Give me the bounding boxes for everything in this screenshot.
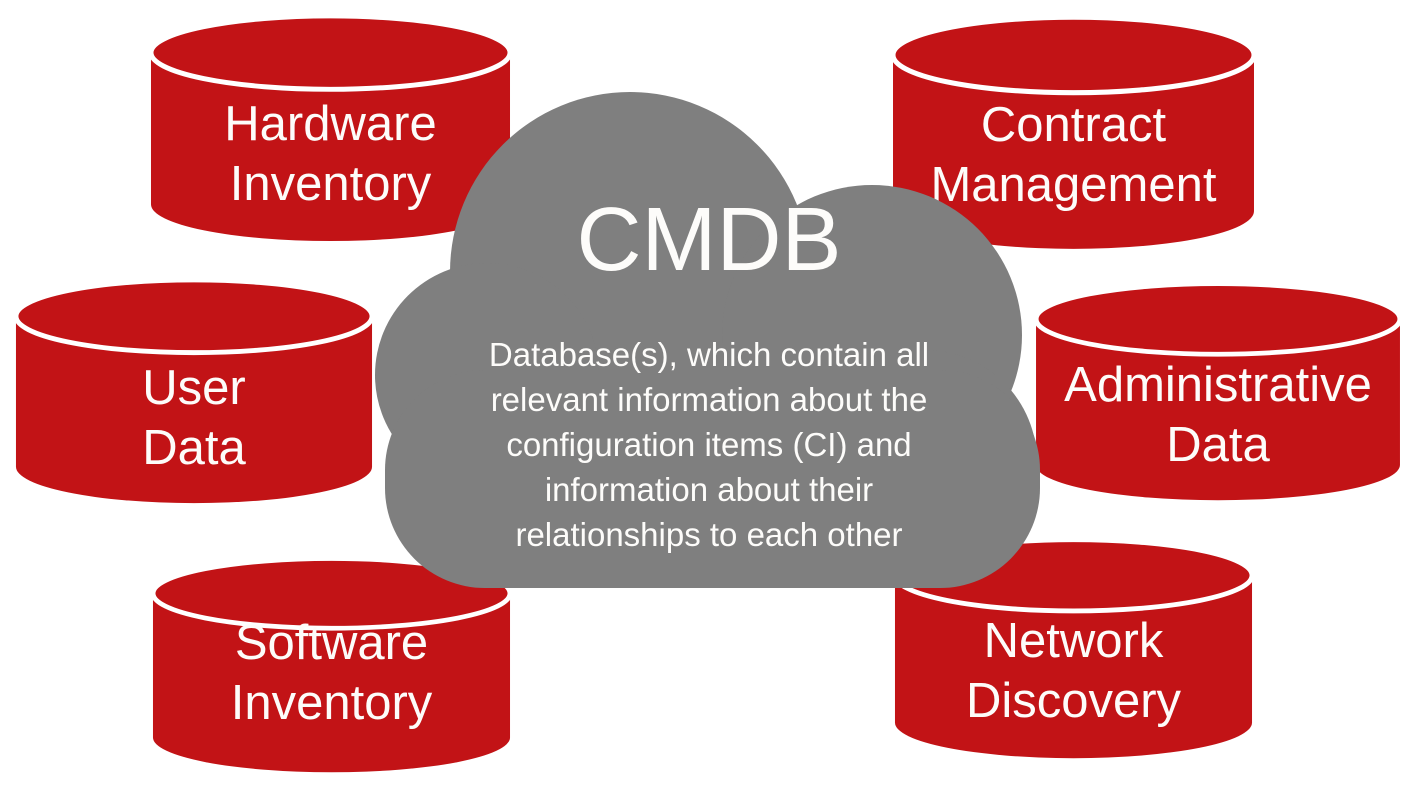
cloud-description-line: information about their <box>544 471 874 508</box>
database-label: Administrative Data <box>1033 355 1403 475</box>
database-label: Contract Management <box>890 95 1257 215</box>
database-cylinder-icon <box>148 13 513 242</box>
cmdb-cloud: CMDB Database(s), which contain all rele… <box>373 88 1045 590</box>
cloud-icon <box>375 92 1040 588</box>
cloud-description-line: configuration items (CI) and <box>506 426 912 463</box>
database-cylinder-hardware-inventory: Hardware Inventory <box>148 8 513 246</box>
database-label-line2: Data <box>1166 418 1270 472</box>
database-label-line1: User <box>142 361 246 415</box>
database-label-line2: Data <box>142 421 246 475</box>
database-label: Network Discovery <box>892 611 1255 731</box>
database-label-line1: Contract <box>980 98 1167 152</box>
database-label-line1: Hardware <box>224 97 437 151</box>
cloud-description-line: Database(s), which contain all <box>488 336 930 373</box>
database-label-line2: Management <box>930 158 1217 212</box>
database-label-line2: Inventory <box>230 676 433 730</box>
cloud-description: Database(s), which contain all relevant … <box>373 332 1045 557</box>
database-cylinder-icon <box>1033 281 1403 501</box>
database-cylinder-user-data: User Data <box>13 272 375 508</box>
cloud-description-line: relevant information about the <box>490 381 928 418</box>
database-label-line1: Network <box>983 614 1164 668</box>
database-label-line1: Administrative <box>1064 358 1372 412</box>
database-label: User Data <box>13 358 375 478</box>
database-cylinder-contract-management: Contract Management <box>890 9 1257 254</box>
database-label: Hardware Inventory <box>148 94 513 214</box>
cloud-description-line: relationships to each other <box>515 516 903 553</box>
database-label-line2: Inventory <box>229 157 432 211</box>
database-label-line2: Discovery <box>965 674 1182 728</box>
database-label-line1: Software <box>234 616 429 670</box>
cloud-title: CMDB <box>576 190 842 290</box>
database-cylinder-icon <box>150 556 513 773</box>
database-cylinder-icon <box>890 14 1257 249</box>
database-cylinder-icon <box>13 277 375 504</box>
database-cylinder-software-inventory: Software Inventory <box>150 551 513 777</box>
database-label: Software Inventory <box>150 613 513 733</box>
database-cylinder-administrative-data: Administrative Data <box>1033 276 1403 505</box>
